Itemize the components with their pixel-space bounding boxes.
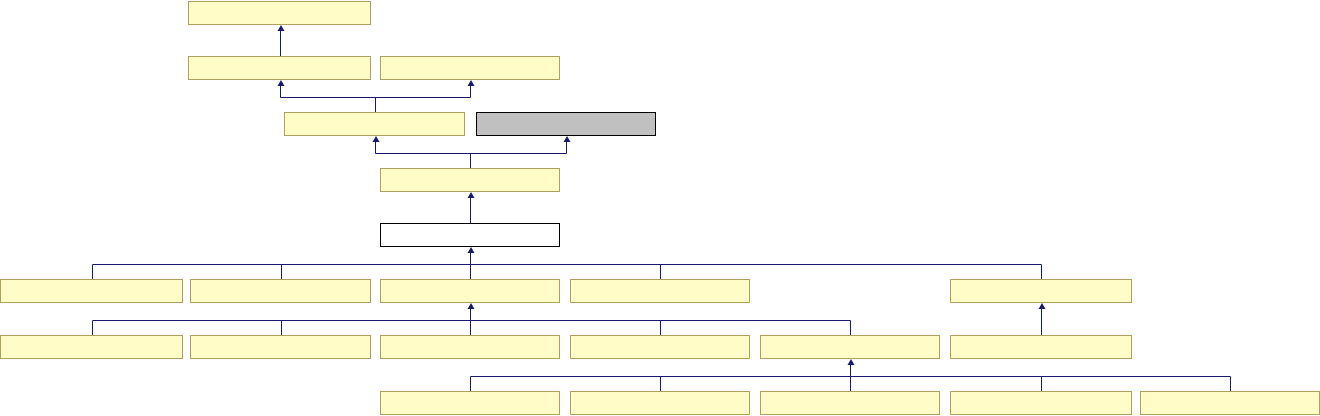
- class-node-defaultdecryptorwithmac[interactable]: [190, 335, 371, 359]
- inheritance-arrow-bufferedtransformation: [372, 136, 380, 142]
- class-node-streamtransformationfilter[interactable]: [950, 279, 1132, 303]
- class-node-filterwithbufferedinput[interactable]: [380, 223, 560, 247]
- class-node-base64encoder[interactable]: [570, 391, 750, 415]
- class-node-base32encoder[interactable]: [380, 391, 560, 415]
- inheritance-arrow-notcopyable: [563, 136, 571, 142]
- inheritance-arrow-streamtransformationfilter: [1038, 303, 1046, 309]
- class-node-defaultdecryptor[interactable]: [0, 335, 183, 359]
- class-node-clonable[interactable]: [188, 1, 371, 25]
- inheritance-arrow-waitable: [467, 80, 475, 86]
- class-node-bufferedtransformation[interactable]: [284, 112, 465, 136]
- class-node-algorithm[interactable]: [188, 56, 371, 80]
- inheritance-arrow-filterwithbufferedinput: [467, 247, 475, 253]
- class-node-filter[interactable]: [380, 168, 560, 192]
- inheritance-arrow-filter: [467, 192, 475, 198]
- inheritance-arrow-simpleproxyfilter: [847, 359, 855, 365]
- class-node-proxyfilter[interactable]: [380, 279, 560, 303]
- class-node-pk_decryptorfilter[interactable]: [950, 391, 1132, 415]
- class-node-authenticateddecryptionfilter[interactable]: [0, 279, 183, 303]
- class-node-simpleproxyfilter[interactable]: [760, 335, 940, 359]
- class-node-pk_encryptorfilter[interactable]: [1140, 391, 1320, 415]
- inheritance-arrow-proxyfilter: [467, 303, 475, 309]
- class-node-signatureverificationfilter[interactable]: [570, 279, 750, 303]
- inheritance-arrow-algorithm: [277, 80, 285, 86]
- inheritance-arrow-clonable: [277, 25, 285, 31]
- class-node-defaultencryptor[interactable]: [380, 335, 560, 359]
- class-node-hashverificationfilter[interactable]: [190, 279, 371, 303]
- class-node-notcopyable[interactable]: [476, 112, 656, 136]
- class-node-hexencoder[interactable]: [760, 391, 940, 415]
- class-node-waitable[interactable]: [380, 56, 560, 80]
- class-node-defaultencryptorwithmac[interactable]: [570, 335, 750, 359]
- class-node-authenticatedencryptionfilter[interactable]: [950, 335, 1132, 359]
